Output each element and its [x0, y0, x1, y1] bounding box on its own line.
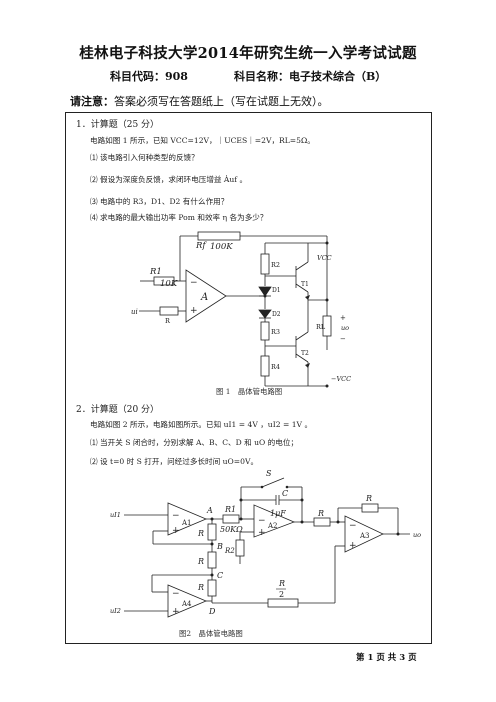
fig2-r1-label: R1	[224, 505, 236, 514]
fig2-a1-minus: −	[172, 511, 180, 521]
fig1-d1-label: D1	[272, 287, 281, 294]
fig2-a2-label: A2	[267, 522, 278, 530]
fig2-r-half-den: 2	[279, 590, 284, 599]
fig1-rf-label: Rf	[195, 241, 207, 251]
figure-2-caption: 图2 晶体管电路图	[179, 629, 243, 638]
fig1-t1-label: T1	[301, 281, 309, 288]
fig2-r-half-num: R	[278, 579, 285, 588]
q1-item-4: ⑷ 求电路的最大输出功率 Pom 和效率 η 各为多少？	[90, 213, 268, 222]
page-footer: 第 1 页 共 3 页	[356, 653, 417, 663]
subject-name: 科目名称：电子技术综合（B）	[234, 70, 387, 83]
fig1-rl-label: RL	[316, 323, 326, 331]
fig2-ui1-label: uI1	[110, 511, 121, 519]
exam-title: 桂林电子科技大学2014年研究生统一入学考试试题	[79, 45, 417, 62]
fig1-minus: −	[190, 278, 198, 288]
fig1-ui-label: ui	[131, 308, 138, 316]
q1-item-2: ⑵ 假设为深度负反馈，求闭环电压增益 Ȧuf 。	[90, 175, 248, 184]
fig2-cap-value: 1μF	[270, 509, 286, 518]
fig2-a3-label: A4	[181, 600, 192, 608]
fig2-r1-value: 50KΩ	[220, 525, 243, 534]
fig1-t2-label: T2	[301, 350, 309, 357]
fig1-uo-minus: −	[340, 335, 346, 343]
fig2-a4-plus: +	[349, 541, 357, 551]
fig1-vcc-label: VCC	[317, 254, 332, 262]
fig2-r-out-label: R	[317, 509, 324, 518]
fig2-a1-plus: +	[172, 526, 180, 536]
q2-item-2: ⑵ 设 t=0 时 S 打开，问经过多长时间 uO=0V。	[90, 457, 259, 466]
fig2-r2-label: R2	[224, 547, 235, 555]
fig2-node-c: C	[217, 571, 223, 580]
fig2-r-ladder-2: R	[197, 557, 204, 566]
question-frame	[65, 112, 432, 644]
fig1-r-label: R	[165, 317, 171, 325]
fig1-r1-value: 10K	[160, 279, 178, 289]
q1-intro: 电路如图 1 所示，已知 VCC=12V，｜UCES｜=2V，RL=5Ω。	[90, 136, 315, 145]
fig2-r-ladder-3: R	[197, 583, 204, 592]
q2-item-1: ⑴ 当开关 S 闭合时，分别求解 A、B、C、D 和 uO 的电位；	[90, 438, 299, 447]
fig2-a4-minus: −	[349, 521, 357, 531]
q2-intro: 电路如图 2 所示，电路如图所示。已知 uI1 = 4V ，uI2 = 1V 。	[90, 420, 313, 429]
fig2-node-b: B	[216, 542, 223, 551]
notice-text: 答案必须写在答题纸上（写在试题上无效）。	[114, 95, 329, 108]
q1-item-1: ⑴ 该电路引入何种类型的反馈？	[90, 153, 199, 162]
fig1-rf-value: 100K	[210, 242, 233, 252]
fig2-cap-label: C	[282, 489, 288, 498]
fig1-r2-label: R2	[271, 261, 280, 269]
fig1-amp-label: A	[200, 292, 208, 303]
fig2-a3-minus: −	[172, 589, 180, 599]
fig1-d2-label: D2	[272, 311, 281, 318]
fig2-switch-label: S	[266, 469, 272, 478]
fig1-r1-label: R1	[149, 267, 162, 277]
figure-1-caption: 图 1 晶体管电路图	[216, 387, 283, 396]
fig1-uo-plus: +	[340, 314, 346, 322]
fig1-uo-label: uo	[341, 324, 349, 332]
fig2-r-ladder-1: R	[197, 529, 204, 538]
q1-heading: 1．计算题（25 分）	[76, 120, 160, 130]
fig2-a3-plus: +	[172, 607, 180, 617]
fig1-r4-label: R4	[271, 363, 280, 371]
notice: 请注意：答案必须写在答题纸上（写在试题上无效）。	[70, 93, 329, 109]
fig2-a2-minus: −	[258, 516, 266, 526]
q2-heading: 2．计算题（20 分）	[76, 405, 160, 415]
fig2-uo-label: uo	[413, 531, 421, 539]
fig2-node-d: D	[208, 607, 216, 616]
subject-code: 科目代码：908	[110, 70, 188, 83]
fig2-a4-label: A3	[359, 532, 370, 540]
fig2-a2-plus: +	[258, 528, 266, 538]
notice-label: 请注意：	[70, 95, 114, 108]
fig2-node-a: A	[206, 506, 213, 515]
q1-item-3: ⑶ 电路中的 R3，D1、D2 有什么作用？	[90, 197, 229, 206]
fig1-r3-label: R3	[271, 328, 280, 336]
fig1-nvcc-label: −VCC	[331, 375, 351, 383]
fig2-a1-label: A1	[181, 519, 192, 527]
fig1-plus: +	[190, 306, 198, 316]
fig2-r-fb-label: R	[365, 494, 372, 503]
fig2-ui2-label: uI2	[110, 607, 121, 615]
